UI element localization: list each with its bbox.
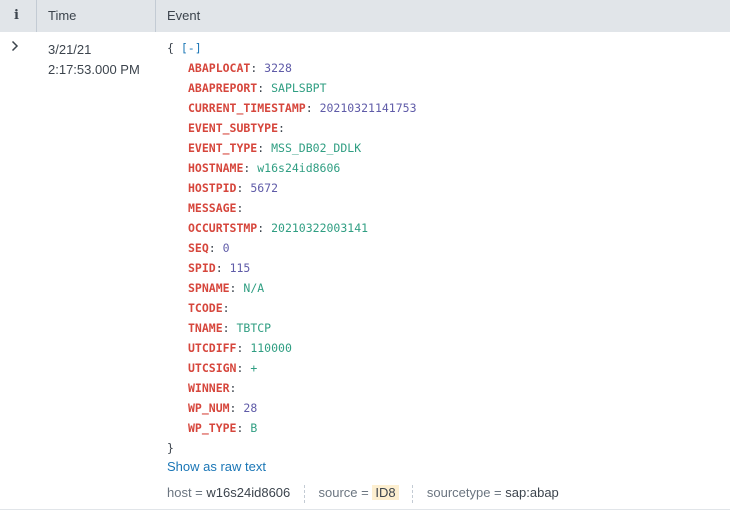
json-field: SPNAME: N/A [167, 278, 417, 298]
time-column-header[interactable]: Time [48, 8, 77, 23]
field-key[interactable]: SPNAME [188, 281, 230, 295]
info-column-header[interactable]: i [14, 8, 19, 23]
field-colon: : [236, 361, 251, 375]
sourcetype-label: sourcetype = [426, 485, 502, 500]
field-key[interactable]: UTCSIGN [188, 361, 237, 375]
field-colon: : [278, 121, 285, 135]
field-colon: : [305, 101, 320, 115]
json-field: HOSTNAME: w16s24id8606 [167, 158, 417, 178]
field-colon: : [257, 81, 272, 95]
event-column-header[interactable]: Event [167, 8, 201, 23]
event-metadata: host = w16s24id8606 source = ID8 sourcet… [167, 482, 559, 504]
host-value[interactable]: w16s24id8606 [206, 485, 291, 500]
field-key[interactable]: ABAPREPORT [188, 81, 258, 95]
json-field: TNAME: TBTCP [167, 318, 417, 338]
json-field: SPID: 115 [167, 258, 417, 278]
field-value[interactable]: 20210322003141 [271, 221, 369, 235]
field-key[interactable]: WP_NUM [188, 401, 230, 415]
close-brace: } [167, 441, 174, 455]
field-colon: : [236, 201, 244, 215]
field-value[interactable]: B [250, 421, 258, 435]
field-value[interactable]: 5672 [250, 181, 279, 195]
json-field: EVENT_SUBTYPE: [167, 118, 417, 138]
json-field: SEQ: 0 [167, 238, 417, 258]
field-colon: : [243, 161, 258, 175]
field-key[interactable]: WP_TYPE [188, 421, 237, 435]
field-key[interactable]: EVENT_TYPE [188, 141, 258, 155]
field-key[interactable]: HOSTPID [188, 181, 237, 195]
field-value[interactable]: 20210321141753 [319, 101, 417, 115]
field-colon: : [229, 381, 237, 395]
field-colon: : [236, 181, 251, 195]
host-label: host = [167, 485, 203, 500]
divider [303, 484, 305, 503]
field-colon: : [257, 221, 272, 235]
json-field: WP_NUM: 28 [167, 398, 417, 418]
field-key[interactable]: OCCURTSTMP [188, 221, 258, 235]
field-colon: : [229, 281, 244, 295]
json-field: TCODE: [167, 298, 417, 318]
field-value[interactable]: 110000 [250, 341, 292, 355]
field-key[interactable]: TNAME [188, 321, 223, 335]
sourcetype-value[interactable]: sap:abap [505, 485, 559, 500]
field-key[interactable]: WINNER [188, 381, 230, 395]
field-value[interactable]: MSS_DB02_DDLK [271, 141, 362, 155]
json-field: CURRENT_TIMESTAMP: 20210321141753 [167, 98, 417, 118]
open-brace: { [167, 41, 174, 55]
show-raw-text-link[interactable]: Show as raw text [167, 459, 266, 474]
json-field: HOSTPID: 5672 [167, 178, 417, 198]
field-key[interactable]: SPID [188, 261, 216, 275]
event-time: 3/21/21 2:17:53.000 PM [48, 40, 140, 80]
field-colon: : [222, 321, 237, 335]
table-header: i Time Event [0, 0, 730, 32]
field-key[interactable]: EVENT_SUBTYPE [188, 121, 279, 135]
field-value[interactable]: w16s24id8606 [257, 161, 341, 175]
row-divider [0, 509, 730, 510]
field-value[interactable]: SAPLSBPT [271, 81, 327, 95]
json-field: OCCURTSTMP: 20210322003141 [167, 218, 417, 238]
json-field: UTCDIFF: 110000 [167, 338, 417, 358]
json-field: WINNER: [167, 378, 417, 398]
json-field: WP_TYPE: B [167, 418, 417, 438]
json-field: ABAPREPORT: SAPLSBPT [167, 78, 417, 98]
field-key[interactable]: MESSAGE [188, 201, 237, 215]
column-divider[interactable] [36, 0, 37, 32]
field-colon: : [222, 301, 230, 315]
field-colon: : [229, 401, 244, 415]
json-field: UTCSIGN: + [167, 358, 417, 378]
field-colon: : [236, 421, 251, 435]
field-colon: : [257, 141, 272, 155]
source-value[interactable]: ID8 [372, 485, 399, 500]
collapse-toggle[interactable]: [-] [180, 41, 202, 55]
field-key[interactable]: UTCDIFF [188, 341, 237, 355]
field-key[interactable]: ABAPLOCAT [188, 61, 251, 75]
field-value[interactable]: 3228 [264, 61, 292, 75]
field-key[interactable]: SEQ [188, 241, 209, 255]
field-colon: : [215, 261, 230, 275]
field-value[interactable]: 0 [222, 241, 230, 255]
field-value[interactable]: N/A [243, 281, 265, 295]
chevron-right-icon[interactable] [11, 40, 19, 55]
field-colon: : [250, 61, 265, 75]
json-field: ABAPLOCAT: 3228 [167, 58, 417, 78]
field-value[interactable]: 115 [229, 261, 251, 275]
field-value[interactable]: + [250, 361, 258, 375]
field-colon: : [236, 341, 251, 355]
field-colon: : [208, 241, 223, 255]
field-value[interactable]: 28 [243, 401, 258, 415]
field-key[interactable]: HOSTNAME [188, 161, 244, 175]
json-field: MESSAGE: [167, 198, 417, 218]
event-date: 3/21/21 [48, 42, 92, 57]
field-key[interactable]: CURRENT_TIMESTAMP [188, 101, 306, 115]
event-timestamp: 2:17:53.000 PM [48, 62, 140, 77]
field-value[interactable]: TBTCP [236, 321, 272, 335]
field-key[interactable]: TCODE [188, 301, 223, 315]
json-field: EVENT_TYPE: MSS_DB02_DDLK [167, 138, 417, 158]
column-divider[interactable] [155, 0, 156, 32]
source-label: source = [318, 485, 369, 500]
divider [412, 484, 414, 503]
